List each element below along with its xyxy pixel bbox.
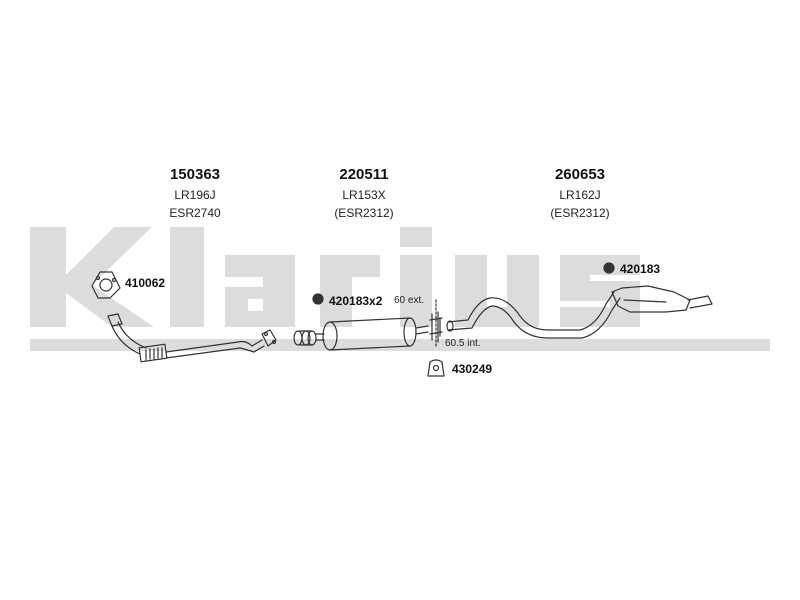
part-ref-lr153x: LR153X [342, 188, 386, 202]
middle-silencer [315, 317, 429, 351]
gasket-label: 410062 [125, 276, 166, 290]
klarius-watermark-logo [30, 227, 770, 351]
mount-icon [427, 359, 445, 377]
part-number-150363: 150363 [169, 166, 221, 183]
rear-pipe-silencer [446, 285, 713, 339]
part-ref-esr2312-mid: (ESR2312) [334, 206, 394, 220]
connector-rings [293, 330, 317, 346]
front-pipe [107, 313, 277, 363]
clamp-mid-icon [312, 293, 324, 305]
mount-label: 430249 [452, 362, 493, 376]
part-number-220511: 220511 [339, 166, 389, 183]
part-ref-lr162j: LR162J [559, 188, 601, 202]
ext-dimension-note: 60 ext. [394, 295, 425, 306]
part-ref-lr196j: LR196J [174, 188, 216, 202]
clamp-rear-label: 420183 [620, 262, 661, 276]
part-number-260653: 260653 [554, 166, 606, 183]
clamp-rear-icon [603, 262, 615, 274]
int-dimension-note: 60.5 int. [445, 338, 481, 349]
gasket-icon [91, 271, 121, 299]
part-ref-esr2312-rear: (ESR2312) [550, 206, 610, 220]
clamp-mid-label: 420183x2 [329, 294, 383, 308]
part-ref-esr2740: ESR2740 [169, 206, 221, 220]
